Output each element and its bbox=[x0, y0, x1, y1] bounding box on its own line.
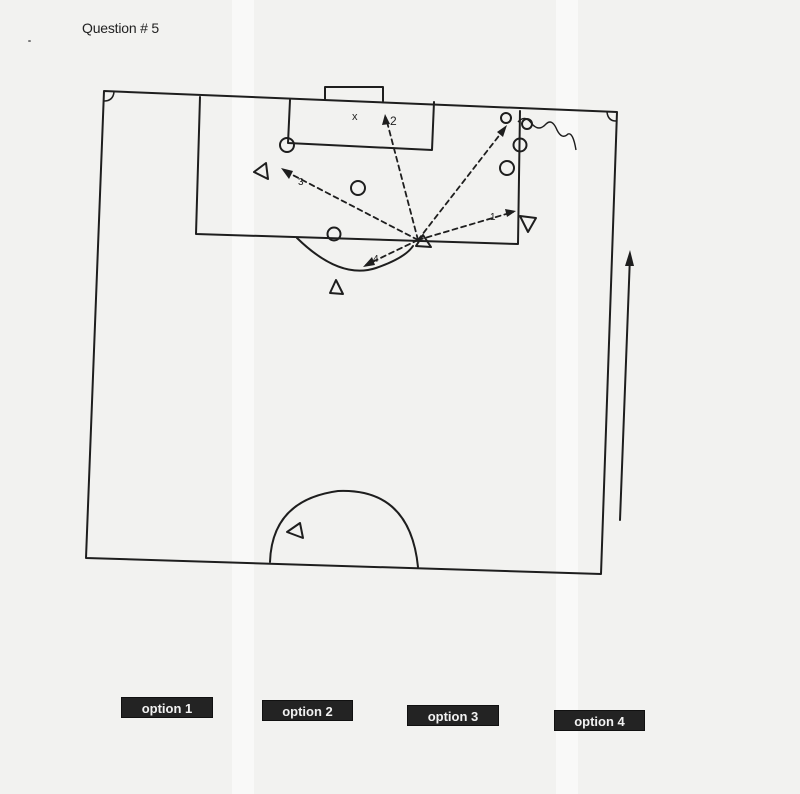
corner-arc-top-left bbox=[103, 91, 115, 102]
penalty-arc bbox=[296, 237, 414, 272]
goal bbox=[324, 86, 384, 102]
run-arrow bbox=[619, 255, 631, 521]
pass-line-right bbox=[417, 211, 514, 241]
pass-arrowhead-far-post bbox=[497, 125, 507, 137]
paper-band-right bbox=[556, 0, 578, 794]
defender-icon-3 bbox=[326, 226, 342, 242]
corner-arc-top-right bbox=[606, 111, 617, 122]
pass-label-4: 4 bbox=[373, 254, 379, 265]
attacker-icon-2 bbox=[519, 215, 537, 233]
paper-speck bbox=[28, 40, 31, 42]
defender-icon-2 bbox=[350, 180, 366, 196]
pass-arrowhead-back bbox=[363, 257, 375, 267]
question-title: Question # 5 bbox=[82, 20, 159, 36]
goal-box bbox=[287, 99, 435, 151]
pass-label-3: 3 bbox=[298, 177, 304, 188]
pass-arrowhead-right bbox=[505, 209, 516, 217]
defender-icon-4 bbox=[512, 137, 528, 153]
attacker-icon-4 bbox=[286, 522, 304, 539]
option-3-button[interactable]: option 3 bbox=[407, 705, 499, 726]
run-arrowhead bbox=[625, 250, 634, 266]
center-circle bbox=[269, 489, 419, 568]
attacker-icon-3 bbox=[329, 279, 344, 295]
defender-icon-1 bbox=[279, 137, 295, 153]
goal-box-label-2: 2 bbox=[390, 114, 397, 128]
defender-icon-7 bbox=[521, 118, 533, 130]
paper-band-left bbox=[232, 0, 254, 794]
goal-box-label-x: x bbox=[352, 111, 358, 123]
pass-arrowhead-goal bbox=[382, 114, 390, 125]
option-4-button[interactable]: option 4 bbox=[554, 710, 645, 731]
field-boundary bbox=[85, 90, 618, 575]
defender-icon-5 bbox=[499, 160, 515, 176]
pass-label-1: 1 bbox=[490, 212, 496, 223]
pass-line-back bbox=[365, 239, 419, 266]
penalty-box bbox=[195, 96, 521, 245]
pass-line-goal bbox=[385, 117, 419, 241]
ball-carrier-icon bbox=[415, 234, 432, 248]
attacker-icon-1 bbox=[253, 162, 269, 180]
option-1-button[interactable]: option 1 bbox=[121, 697, 213, 718]
defender-icon-6 bbox=[500, 112, 512, 124]
pass-line-far-post bbox=[417, 127, 506, 241]
option-2-button[interactable]: option 2 bbox=[262, 700, 353, 721]
pass-line-left bbox=[282, 169, 419, 241]
pass-arrowhead-left bbox=[281, 168, 293, 179]
